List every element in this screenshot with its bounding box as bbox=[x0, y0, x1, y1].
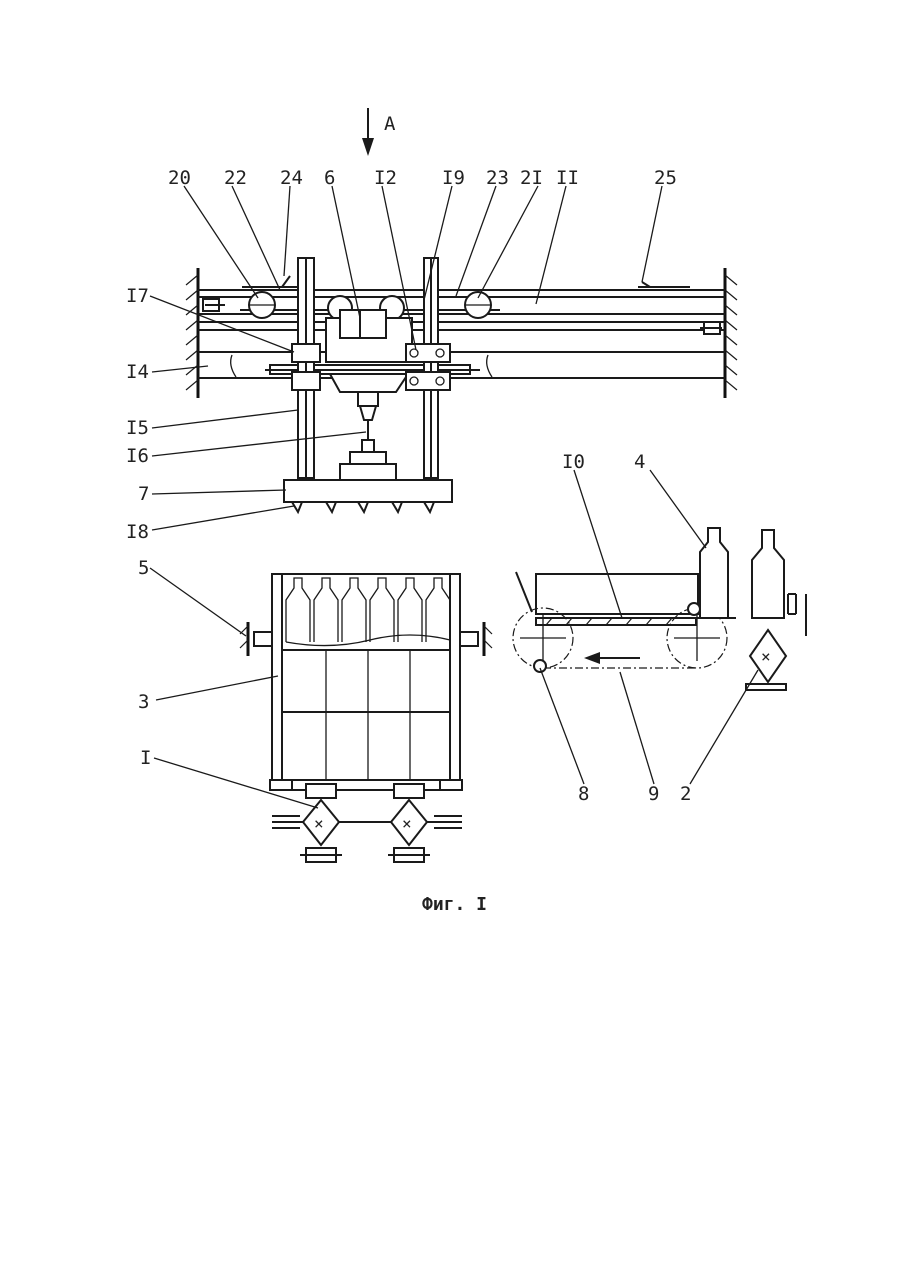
label-5: 5 bbox=[138, 557, 149, 579]
crate-assembly: × × bbox=[240, 574, 492, 862]
label-15: I5 bbox=[126, 417, 149, 439]
label-23: 23 bbox=[486, 167, 509, 189]
label-19: I9 bbox=[442, 167, 465, 189]
label-17: I7 bbox=[126, 285, 149, 307]
label-14: I4 bbox=[126, 361, 149, 383]
view-arrow-label: A bbox=[384, 113, 396, 135]
label-10: I0 bbox=[562, 451, 585, 473]
svg-text:×: × bbox=[402, 814, 412, 833]
right-wall bbox=[725, 268, 737, 398]
label-3: 3 bbox=[138, 691, 149, 713]
gantry-assembly bbox=[186, 258, 737, 512]
crate-drive: × × bbox=[272, 784, 462, 862]
bottle-on-conveyor bbox=[700, 528, 728, 618]
lower-beam bbox=[198, 352, 725, 378]
label-20: 20 bbox=[168, 167, 191, 189]
label-1: I bbox=[140, 747, 151, 769]
label-8: 8 bbox=[578, 783, 589, 805]
label-24: 24 bbox=[280, 167, 303, 189]
conveyor-assembly: × bbox=[513, 528, 806, 690]
crate-bottles bbox=[286, 578, 450, 646]
leader-lines bbox=[150, 186, 758, 808]
gripper-head bbox=[284, 480, 452, 512]
label-4: 4 bbox=[634, 451, 645, 473]
label-11: II bbox=[556, 167, 579, 189]
view-arrow: A bbox=[362, 108, 396, 156]
label-2: 2 bbox=[680, 783, 691, 805]
label-25: 25 bbox=[654, 167, 677, 189]
label-18: I8 bbox=[126, 521, 149, 543]
label-9: 9 bbox=[648, 783, 659, 805]
label-7: 7 bbox=[138, 483, 149, 505]
label-12: I2 bbox=[374, 167, 397, 189]
label-6: 6 bbox=[324, 167, 335, 189]
left-wall bbox=[186, 268, 198, 398]
svg-text:×: × bbox=[314, 814, 324, 833]
label-22: 22 bbox=[224, 167, 247, 189]
label-16: I6 bbox=[126, 445, 149, 467]
bottle-lifted bbox=[752, 530, 784, 618]
carriage bbox=[326, 310, 412, 440]
figure-caption: Фиг. I bbox=[422, 894, 487, 915]
svg-text:×: × bbox=[761, 647, 771, 666]
label-21: 2I bbox=[520, 167, 543, 189]
